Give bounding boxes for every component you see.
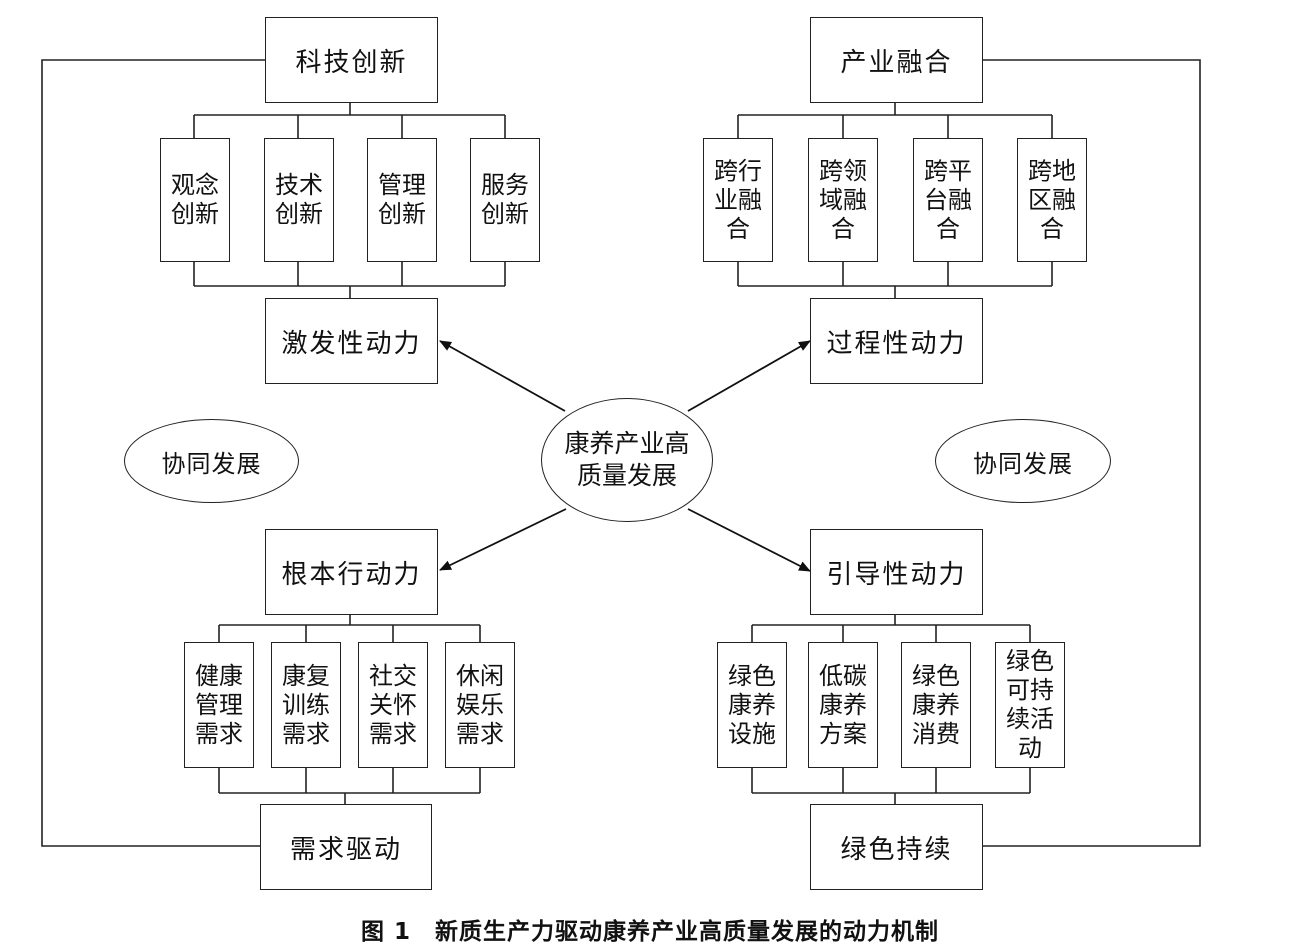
green-item: 绿色可持续活动 (995, 642, 1065, 768)
innovation-item: 管理创新 (367, 138, 437, 262)
integration-item: 跨行业融合 (703, 138, 773, 262)
integration-item: 跨地区融合 (1017, 138, 1087, 262)
synergy-right-ellipse: 协同发展 (935, 419, 1111, 503)
arrow-to-process (687, 340, 811, 412)
arrow-to-guidance (687, 508, 811, 572)
figure-title: 新质生产力驱动康养产业高质量发展的动力机制 (435, 919, 939, 945)
green-sustain-box: 绿色持续 (810, 804, 983, 890)
arrow-to-fundamental (439, 508, 567, 571)
integration-item: 跨领域融合 (808, 138, 878, 262)
demand-item: 康复训练需求 (271, 642, 341, 768)
fundamental-force-box: 根本行动力 (265, 529, 438, 615)
outer-loop-right (982, 59, 1201, 847)
center-ellipse: 康养产业高质量发展 (541, 398, 713, 522)
green-item: 绿色康养消费 (901, 642, 971, 768)
industry-integration-box: 产业融合 (810, 17, 983, 103)
center-label: 康养产业高质量发展 (564, 429, 690, 490)
tech-innovation-box: 科技创新 (265, 17, 438, 103)
arrow-to-excitation (439, 340, 566, 412)
synergy-right-label: 协同发展 (973, 449, 1073, 478)
demand-item: 社交关怀需求 (358, 642, 428, 768)
green-item: 低碳康养方案 (808, 642, 878, 768)
demand-driven-box: 需求驱动 (260, 804, 432, 890)
innovation-item: 技术创新 (264, 138, 334, 262)
figure-number: 图 1 (360, 919, 411, 945)
green-item: 绿色康养设施 (717, 642, 787, 768)
outer-loop-left (41, 59, 265, 847)
figure-caption: 图 1 新质生产力驱动康养产业高质量发展的动力机制 (0, 912, 1300, 946)
innovation-item: 服务创新 (470, 138, 540, 262)
guidance-force-box: 引导性动力 (810, 529, 983, 615)
demand-item: 健康管理需求 (184, 642, 254, 768)
excitation-force-box: 激发性动力 (265, 298, 438, 384)
innovation-item: 观念创新 (160, 138, 230, 262)
synergy-left-ellipse: 协同发展 (124, 419, 299, 503)
demand-item: 休闲娱乐需求 (445, 642, 515, 768)
integration-item: 跨平台融合 (913, 138, 983, 262)
process-force-box: 过程性动力 (810, 298, 983, 384)
synergy-left-label: 协同发展 (161, 449, 262, 478)
